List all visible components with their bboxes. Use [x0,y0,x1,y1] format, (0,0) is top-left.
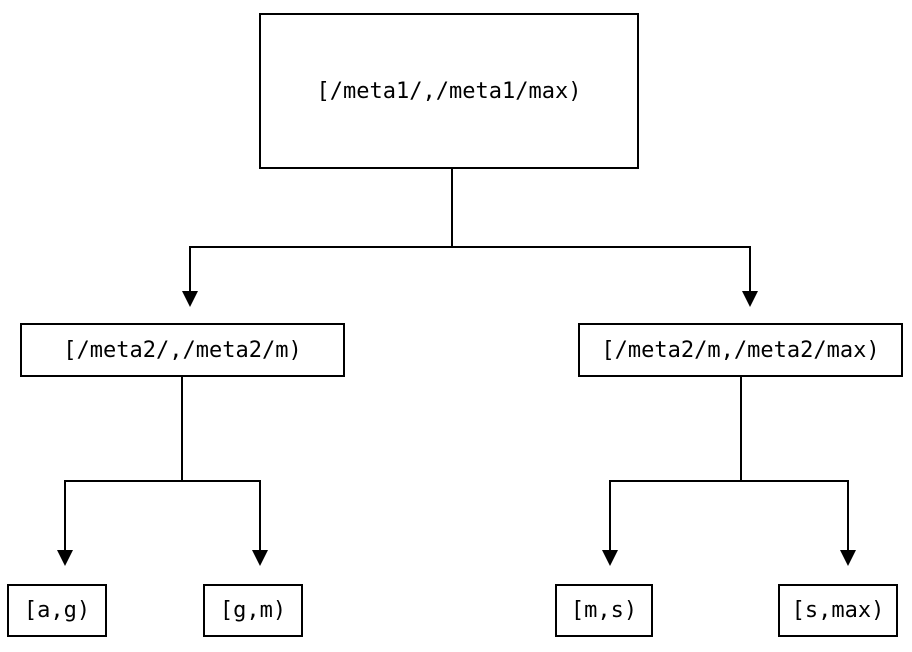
edge-root-to-meta2-low [189,169,453,292]
node-leaf-ag-range: [a,g) [7,584,107,637]
node-meta2-low-range: [/meta2/,/meta2/m) [20,323,345,377]
arrowhead-meta2-high [742,291,758,307]
edge-meta2-low-to-leaf-gm [181,377,261,551]
edge-root-to-meta2-high [451,169,751,292]
arrowhead-leaf-ag [57,550,73,566]
arrowhead-meta2-low [182,291,198,307]
node-root-range: [/meta1/,/meta1/max) [259,13,639,169]
edge-meta2-high-to-leaf-ms [609,377,742,551]
node-leaf-smax-label: [s,max) [791,598,885,623]
node-leaf-ms-label: [m,s) [570,598,638,623]
arrowhead-leaf-smax [840,550,856,566]
node-root-label: [/meta1/,/meta1/max) [316,78,582,104]
edge-meta2-low-to-leaf-ag [64,377,183,551]
node-leaf-gm-range: [g,m) [203,584,303,637]
node-leaf-ms-range: [m,s) [555,584,653,637]
node-leaf-gm-label: [g,m) [219,598,287,623]
arrowhead-leaf-gm [252,550,268,566]
node-meta2-high-range: [/meta2/m,/meta2/max) [578,323,903,377]
node-leaf-ag-label: [a,g) [23,598,91,623]
arrowhead-leaf-ms [602,550,618,566]
edge-meta2-high-to-leaf-smax [740,377,849,551]
node-meta2-low-label: [/meta2/,/meta2/m) [63,337,302,363]
node-leaf-smax-range: [s,max) [778,584,898,637]
node-meta2-high-label: [/meta2/m,/meta2/max) [601,337,880,363]
